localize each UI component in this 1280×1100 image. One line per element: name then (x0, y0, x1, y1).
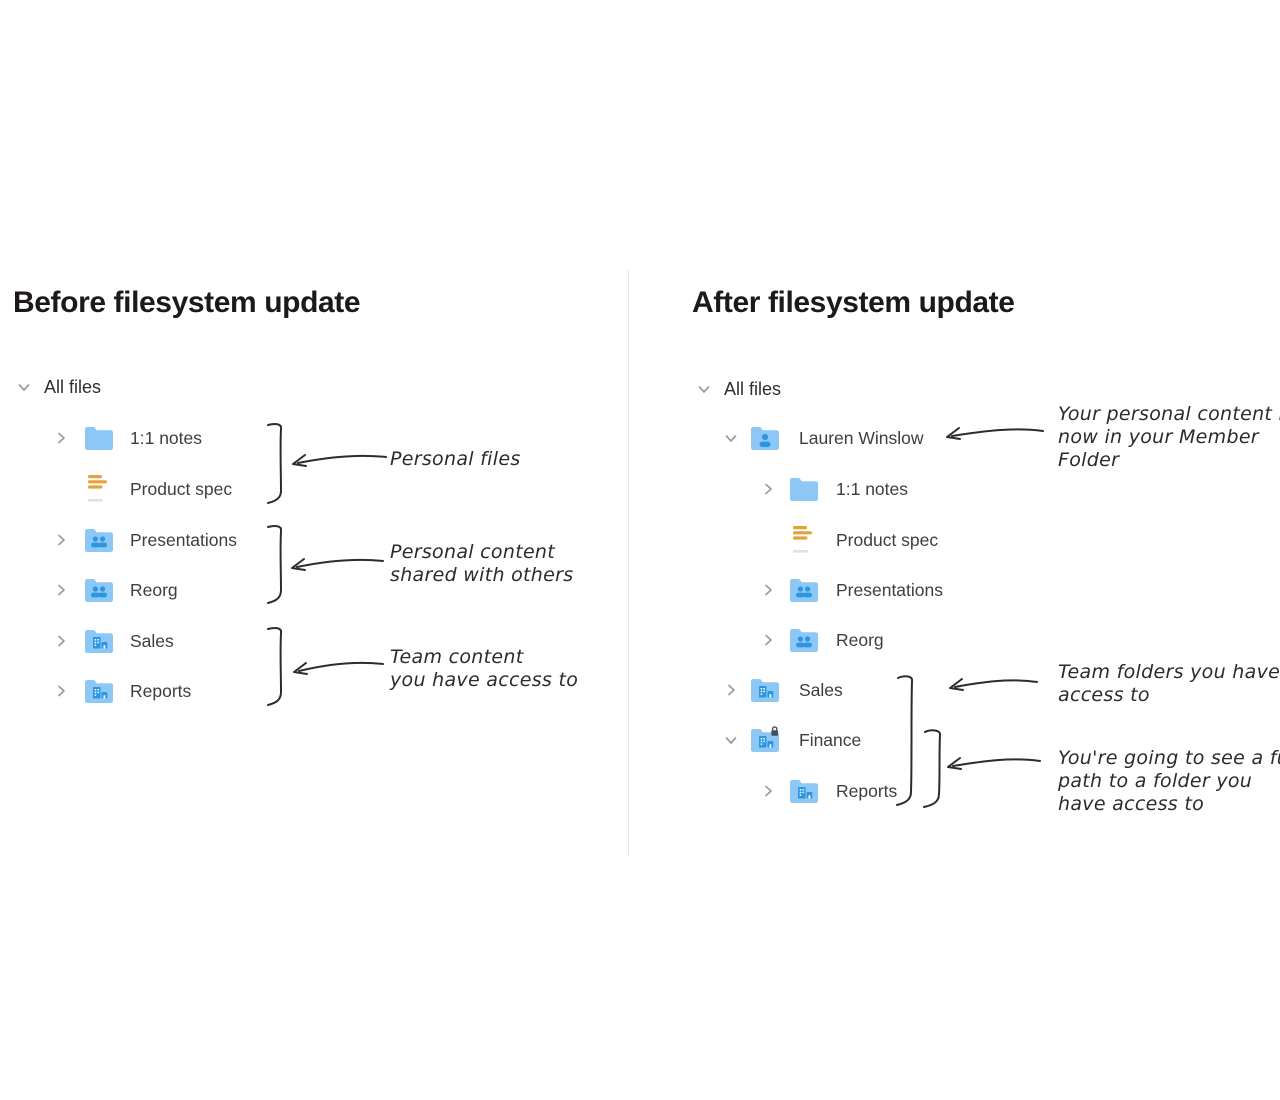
chevron-down-icon[interactable] (723, 430, 739, 446)
chevron-right-icon[interactable] (760, 481, 776, 497)
chevron-spacer (760, 532, 776, 548)
team-content-arrowhead (293, 662, 308, 675)
chevron-right-icon[interactable] (53, 683, 69, 699)
team-content-arrow (298, 661, 384, 672)
member-folder-icon (749, 423, 781, 453)
tree-item-presentations[interactable]: Presentations (760, 572, 943, 608)
tree-item-presentations[interactable]: Presentations (53, 522, 237, 558)
tree-item-label: All files (724, 378, 782, 399)
chevron-right-icon[interactable] (53, 633, 69, 649)
team-folder-icon (749, 675, 781, 705)
personal-files-arrow (297, 454, 387, 464)
tree-item-label: Reports (836, 780, 898, 801)
annotation-personal-content-shared: Personal content shared with others (390, 541, 574, 586)
member-folder-arrowhead (946, 427, 961, 440)
tree-item-label: Sales (799, 679, 843, 700)
tree-item-1-1-notes[interactable]: 1:1 notes (53, 420, 202, 456)
tree-item-label: Sales (130, 630, 174, 651)
shared-folder-icon (83, 525, 115, 555)
tree-item-label: All files (44, 376, 102, 397)
tree-item-label: Finance (799, 729, 862, 750)
panel-divider (628, 270, 629, 856)
page-title: After filesystem update (692, 286, 1015, 319)
shared-folder-icon (83, 575, 115, 605)
tree-item-label: Lauren Winslow (799, 427, 924, 448)
paper-doc-icon (788, 523, 820, 557)
shared-folder-icon (788, 625, 820, 655)
page-title: Before filesystem update (13, 286, 361, 319)
chevron-down-icon[interactable] (16, 379, 32, 395)
chevron-down-icon[interactable] (723, 732, 739, 748)
full-path-bracket (923, 729, 942, 808)
tree-item-label: Reorg (130, 579, 178, 600)
tree-item-product-spec[interactable]: Product spec (760, 522, 938, 558)
tree-item-label: Presentations (130, 529, 238, 550)
tree-item-reports[interactable]: Reports (53, 673, 191, 709)
tree-item-reorg[interactable]: Reorg (760, 622, 884, 658)
tree-item-label: Product spec (836, 529, 939, 550)
tree-item-label: 1:1 notes (130, 427, 202, 448)
full-path-arrow (952, 758, 1041, 767)
annotation-personal-files: Personal files (390, 448, 521, 470)
personal-content-bracket (267, 525, 283, 604)
team-folder-icon (83, 626, 115, 656)
tree-item-sales[interactable]: Sales (723, 672, 843, 708)
personal-files-bracket (267, 423, 283, 504)
chevron-right-icon[interactable] (760, 632, 776, 648)
tree-item-label: Reorg (836, 629, 884, 650)
team-folders-arrowhead (949, 678, 964, 691)
tree-item-label: 1:1 notes (836, 478, 908, 499)
tree-item-finance[interactable]: Finance (723, 722, 861, 758)
tree-item-label: Product spec (130, 478, 233, 499)
tree-item-product-spec[interactable]: Product spec (53, 471, 232, 507)
tree-item-reorg[interactable]: Reorg (53, 572, 178, 608)
tree-item-1-1-notes[interactable]: 1:1 notes (760, 471, 908, 507)
personal-files-arrowhead (292, 454, 307, 467)
shared-folder-icon (788, 575, 820, 605)
tree-item-sales[interactable]: Sales (53, 623, 174, 659)
team-folders-arrow (954, 679, 1038, 688)
paper-doc-icon (83, 472, 115, 506)
member-folder-arrow (951, 428, 1044, 437)
chevron-right-icon[interactable] (760, 783, 776, 799)
full-path-arrowhead (947, 757, 962, 770)
chevron-right-icon[interactable] (53, 430, 69, 446)
annotation-team-content: Team content you have access to (390, 646, 579, 691)
team-folder-icon (788, 776, 820, 806)
personal-content-arrowhead (291, 558, 306, 571)
tree-item-all-files[interactable]: All files (696, 371, 781, 407)
team-folders-bracket (896, 675, 914, 806)
folder-icon (83, 423, 115, 453)
locked-team-folder-icon (749, 725, 781, 755)
chevron-down-icon[interactable] (696, 381, 712, 397)
tree-item-label: Presentations (836, 579, 944, 600)
annotation-full-path: You're going to see a full path to a fol… (1058, 747, 1280, 815)
tree-item-label: Reports (130, 680, 192, 701)
chevron-right-icon[interactable] (53, 582, 69, 598)
tree-item-all-files[interactable]: All files (16, 369, 101, 405)
annotation-team-folders: Team folders you have access to (1058, 661, 1280, 706)
tree-item-lauren-winslow[interactable]: Lauren Winslow (723, 420, 924, 456)
chevron-spacer (53, 481, 69, 497)
folder-icon (788, 474, 820, 504)
team-folder-icon (83, 676, 115, 706)
tree-item-reports[interactable]: Reports (760, 773, 897, 809)
personal-content-arrow (296, 558, 384, 568)
chevron-right-icon[interactable] (760, 582, 776, 598)
chevron-right-icon[interactable] (723, 682, 739, 698)
team-content-bracket (267, 627, 283, 706)
chevron-right-icon[interactable] (53, 532, 69, 548)
annotation-member-folder: Your personal content is now in your Mem… (1058, 403, 1280, 471)
